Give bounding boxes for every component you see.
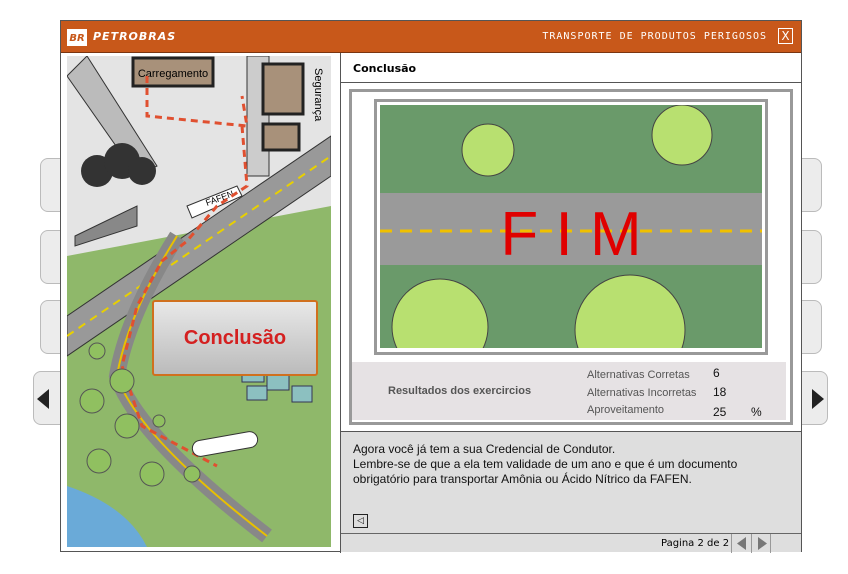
- security-label: Segurança: [312, 68, 324, 122]
- header-bar: BR PETROBRAS TRANSPORTE DE PRODUTOS PERI…: [61, 21, 801, 53]
- incorrect-label: Alternativas Incorretas: [587, 387, 697, 399]
- loading-label: Carregamento: [138, 68, 208, 80]
- panel-title: Conclusão: [341, 53, 801, 83]
- audio-button[interactable]: ◁: [353, 514, 368, 528]
- prev-page-button[interactable]: [731, 534, 751, 553]
- end-scene-image: F I M: [380, 105, 762, 348]
- arrow-right-icon: [812, 389, 824, 409]
- score-label: Aproveitamento: [587, 404, 665, 416]
- score-value: 25: [713, 405, 727, 419]
- speaker-icon: ◁: [357, 516, 364, 526]
- petrobras-logo: BR: [67, 29, 87, 46]
- arrow-left-icon: [737, 537, 746, 550]
- footer-bar: Pagina 2 de 2: [341, 533, 801, 553]
- correct-label: Alternativas Corretas: [587, 369, 690, 381]
- results-heading: Resultados dos exercircios: [388, 385, 532, 397]
- message-line: Lembre-se de que a ela tem validade de u…: [353, 457, 738, 471]
- page-indicator: Pagina 2 de 2: [661, 538, 730, 549]
- end-label: F I M: [500, 200, 641, 269]
- message-line: Agora você já tem a sua Credencial de Co…: [353, 442, 616, 456]
- app-title: TRANSPORTE DE PRODUTOS PERIGOSOS: [542, 31, 767, 42]
- conclusion-button[interactable]: Conclusão: [152, 300, 318, 376]
- content-panel: Conclusão F I M Agora você já tem a sua …: [341, 53, 801, 553]
- brand-name: PETROBRAS: [93, 30, 177, 43]
- arrow-right-icon: [758, 537, 767, 550]
- results-table: Resultados dos exercircios Alternativas …: [352, 362, 786, 420]
- score-unit: %: [751, 405, 762, 419]
- app-window: BR PETROBRAS TRANSPORTE DE PRODUTOS PERI…: [60, 20, 802, 553]
- next-page-button[interactable]: [751, 534, 771, 553]
- message-area: Agora você já tem a sua Credencial de Co…: [341, 431, 801, 533]
- arrow-left-icon: [37, 389, 49, 409]
- correct-value: 6: [713, 366, 720, 380]
- incorrect-value: 18: [713, 385, 727, 399]
- close-button[interactable]: X: [778, 28, 793, 44]
- map-panel: Carregamento Segurança FAFEN Conclusão: [61, 53, 341, 553]
- message-line: obrigatório para transportar Amônia ou Á…: [353, 472, 692, 486]
